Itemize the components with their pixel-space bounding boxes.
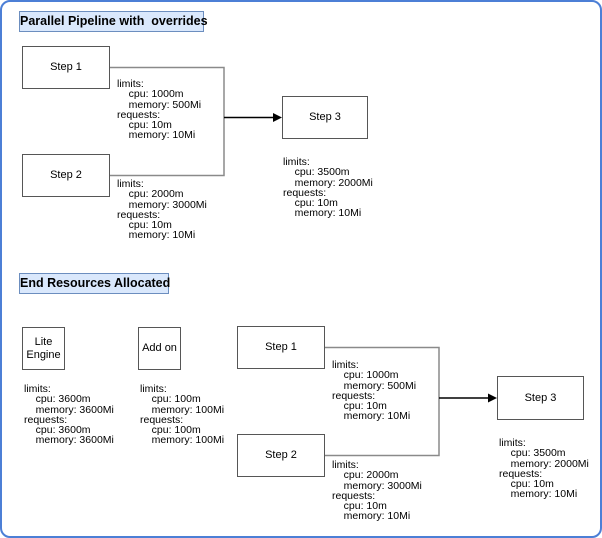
section-title-end-resources: End Resources Allocated <box>19 273 170 294</box>
node-top-step1: Step 1 <box>22 46 110 89</box>
resources-lite-engine: limits: cpu: 3600m memory: 3600Mi reques… <box>24 383 114 447</box>
resources-add-on: limits: cpu: 100m memory: 100Mi requests… <box>140 383 225 447</box>
node-add-on: Add on <box>138 327 181 370</box>
node-bottom-step3: Step 3 <box>497 376 584 420</box>
node-label: Lite Engine <box>26 335 61 361</box>
node-label: Add on <box>142 342 177 354</box>
node-label: Step 2 <box>50 169 82 181</box>
node-label: Step 3 <box>309 111 341 123</box>
arrowhead-top-step3 <box>273 113 282 122</box>
resources-bottom-step3: limits: cpu: 3500m memory: 2000Mi reques… <box>499 437 589 501</box>
node-bottom-step2: Step 2 <box>237 434 325 477</box>
node-label: Step 3 <box>524 391 557 404</box>
node-label: Step 2 <box>265 449 297 461</box>
resources-top-step2: limits: cpu: 2000m memory: 3000Mi reques… <box>117 178 207 242</box>
resources-top-step1: limits: cpu: 1000m memory: 500Mi request… <box>117 78 202 142</box>
arrowhead-bottom-step3 <box>488 393 497 403</box>
node-lite-engine: Lite Engine <box>22 327 65 370</box>
node-top-step3: Step 3 <box>282 96 368 139</box>
section-title-parallel-pipeline: Parallel Pipeline with overrides <box>19 11 208 32</box>
node-bottom-step1: Step 1 <box>237 326 325 369</box>
node-label: Step 1 <box>50 61 82 73</box>
resources-top-step3: limits: cpu: 3500m memory: 2000Mi reques… <box>283 156 373 220</box>
resources-bottom-step1: limits: cpu: 1000m memory: 500Mi request… <box>332 359 417 423</box>
node-label: Step 1 <box>265 341 297 353</box>
node-top-step2: Step 2 <box>22 154 110 197</box>
resources-bottom-step2: limits: cpu: 2000m memory: 3000Mi reques… <box>332 459 422 523</box>
